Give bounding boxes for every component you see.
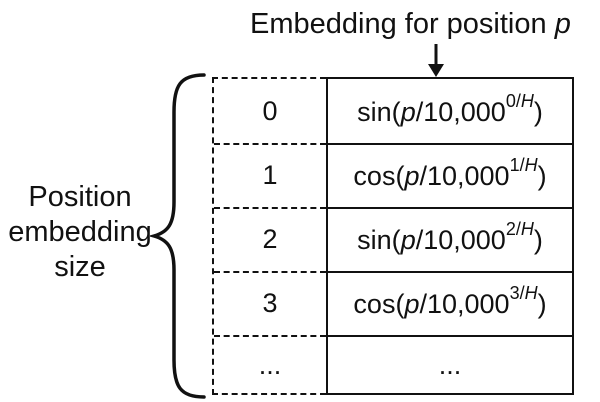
index-label: 0 <box>262 95 278 126</box>
value-cell: cos(p/10,0001/H) <box>328 143 572 209</box>
value-formula: cos(p/10,0001/H) <box>353 154 547 191</box>
index-label: 3 <box>262 287 278 318</box>
index-cell: 0 <box>214 79 326 145</box>
curly-brace-icon <box>150 73 206 399</box>
value-cell: ... <box>328 335 572 395</box>
side-label: Position embedding size <box>0 180 160 285</box>
down-arrow-icon <box>428 44 444 77</box>
value-formula: cos(p/10,0003/H) <box>353 282 547 319</box>
embedding-table: 0 1 2 3 ... sin(p/10,0000/H) cos(p/10,00… <box>212 77 574 395</box>
value-ellipsis: ... <box>438 349 462 380</box>
index-cell: ... <box>214 335 326 395</box>
side-label-line-1: Position <box>28 181 132 213</box>
index-label: ... <box>258 349 282 380</box>
side-label-line-3: size <box>54 251 106 283</box>
side-label-line-2: embedding <box>8 216 152 248</box>
index-label: 1 <box>262 159 278 190</box>
index-cell: 3 <box>214 271 326 337</box>
diagram-title: Embedding for position p <box>250 4 598 44</box>
index-column: 0 1 2 3 ... <box>212 77 326 395</box>
value-cell: sin(p/10,0000/H) <box>328 79 572 145</box>
value-cell: sin(p/10,0002/H) <box>328 207 572 273</box>
index-cell: 1 <box>214 143 326 209</box>
value-cell: cos(p/10,0003/H) <box>328 271 572 337</box>
title-variable: p <box>554 8 571 40</box>
index-cell: 2 <box>214 207 326 273</box>
title-text: Embedding for position <box>250 8 555 40</box>
value-formula: sin(p/10,0000/H) <box>357 90 543 127</box>
value-column: sin(p/10,0000/H) cos(p/10,0001/H) sin(p/… <box>326 77 574 395</box>
index-label: 2 <box>262 223 278 254</box>
value-formula: sin(p/10,0002/H) <box>357 218 543 255</box>
